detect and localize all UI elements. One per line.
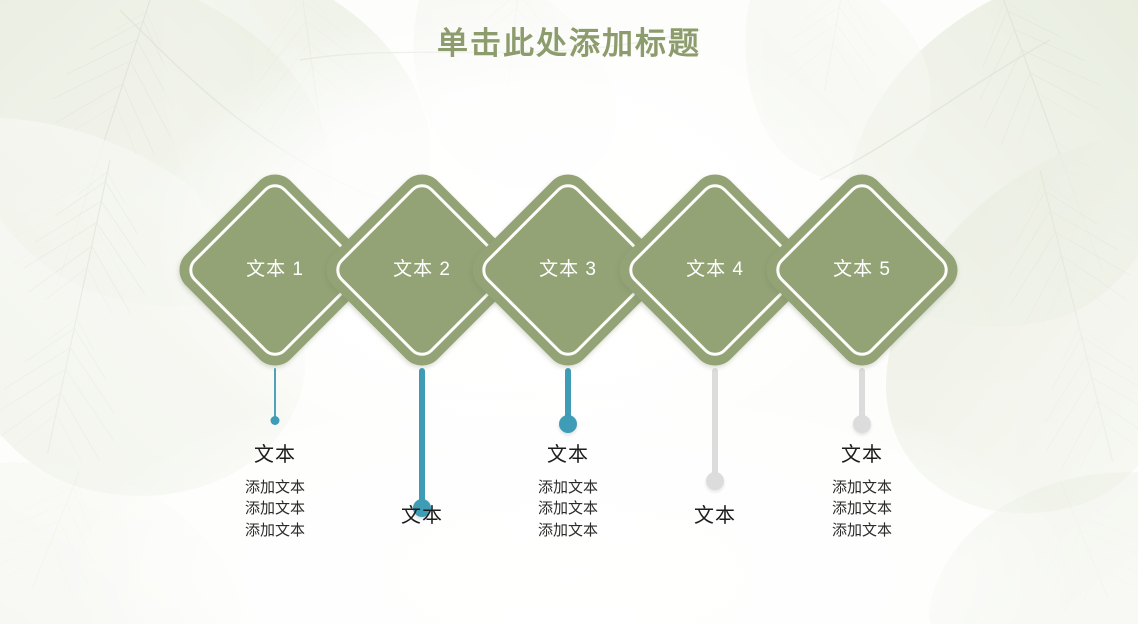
connector-1 <box>263 368 287 432</box>
connector-3 <box>555 368 581 440</box>
column-line: 添加文本 <box>831 500 892 518</box>
connector-2 <box>409 368 435 524</box>
connector-dot-3 <box>559 415 577 433</box>
connector-dot-1 <box>270 416 280 425</box>
connector-line-1 <box>274 368 276 422</box>
column-line: 添加文本 <box>537 479 598 496</box>
text-column-5: 文本 添加文本 添加文本 添加文本 <box>762 444 962 541</box>
connector-line-2 <box>419 368 425 510</box>
column-lines-5: 添加文本 添加文本 添加文本 <box>762 477 962 541</box>
connector-4 <box>702 368 728 498</box>
diamond-shape-5[interactable] <box>757 165 967 375</box>
column-heading-1: 文本 <box>254 444 296 466</box>
column-line: 添加文本 <box>244 479 305 496</box>
connector-dot-4 <box>706 472 724 490</box>
connector-line-4 <box>712 368 718 484</box>
column-line: 添加文本 <box>831 479 892 496</box>
connector-5 <box>849 368 875 440</box>
column-heading-3: 文本 <box>547 444 589 466</box>
column-heading-5: 文本 <box>841 444 883 466</box>
page-title: 单击此处添加标题 <box>437 26 701 61</box>
column-line: 添加文本 <box>831 521 892 539</box>
connector-dot-5 <box>853 415 871 433</box>
